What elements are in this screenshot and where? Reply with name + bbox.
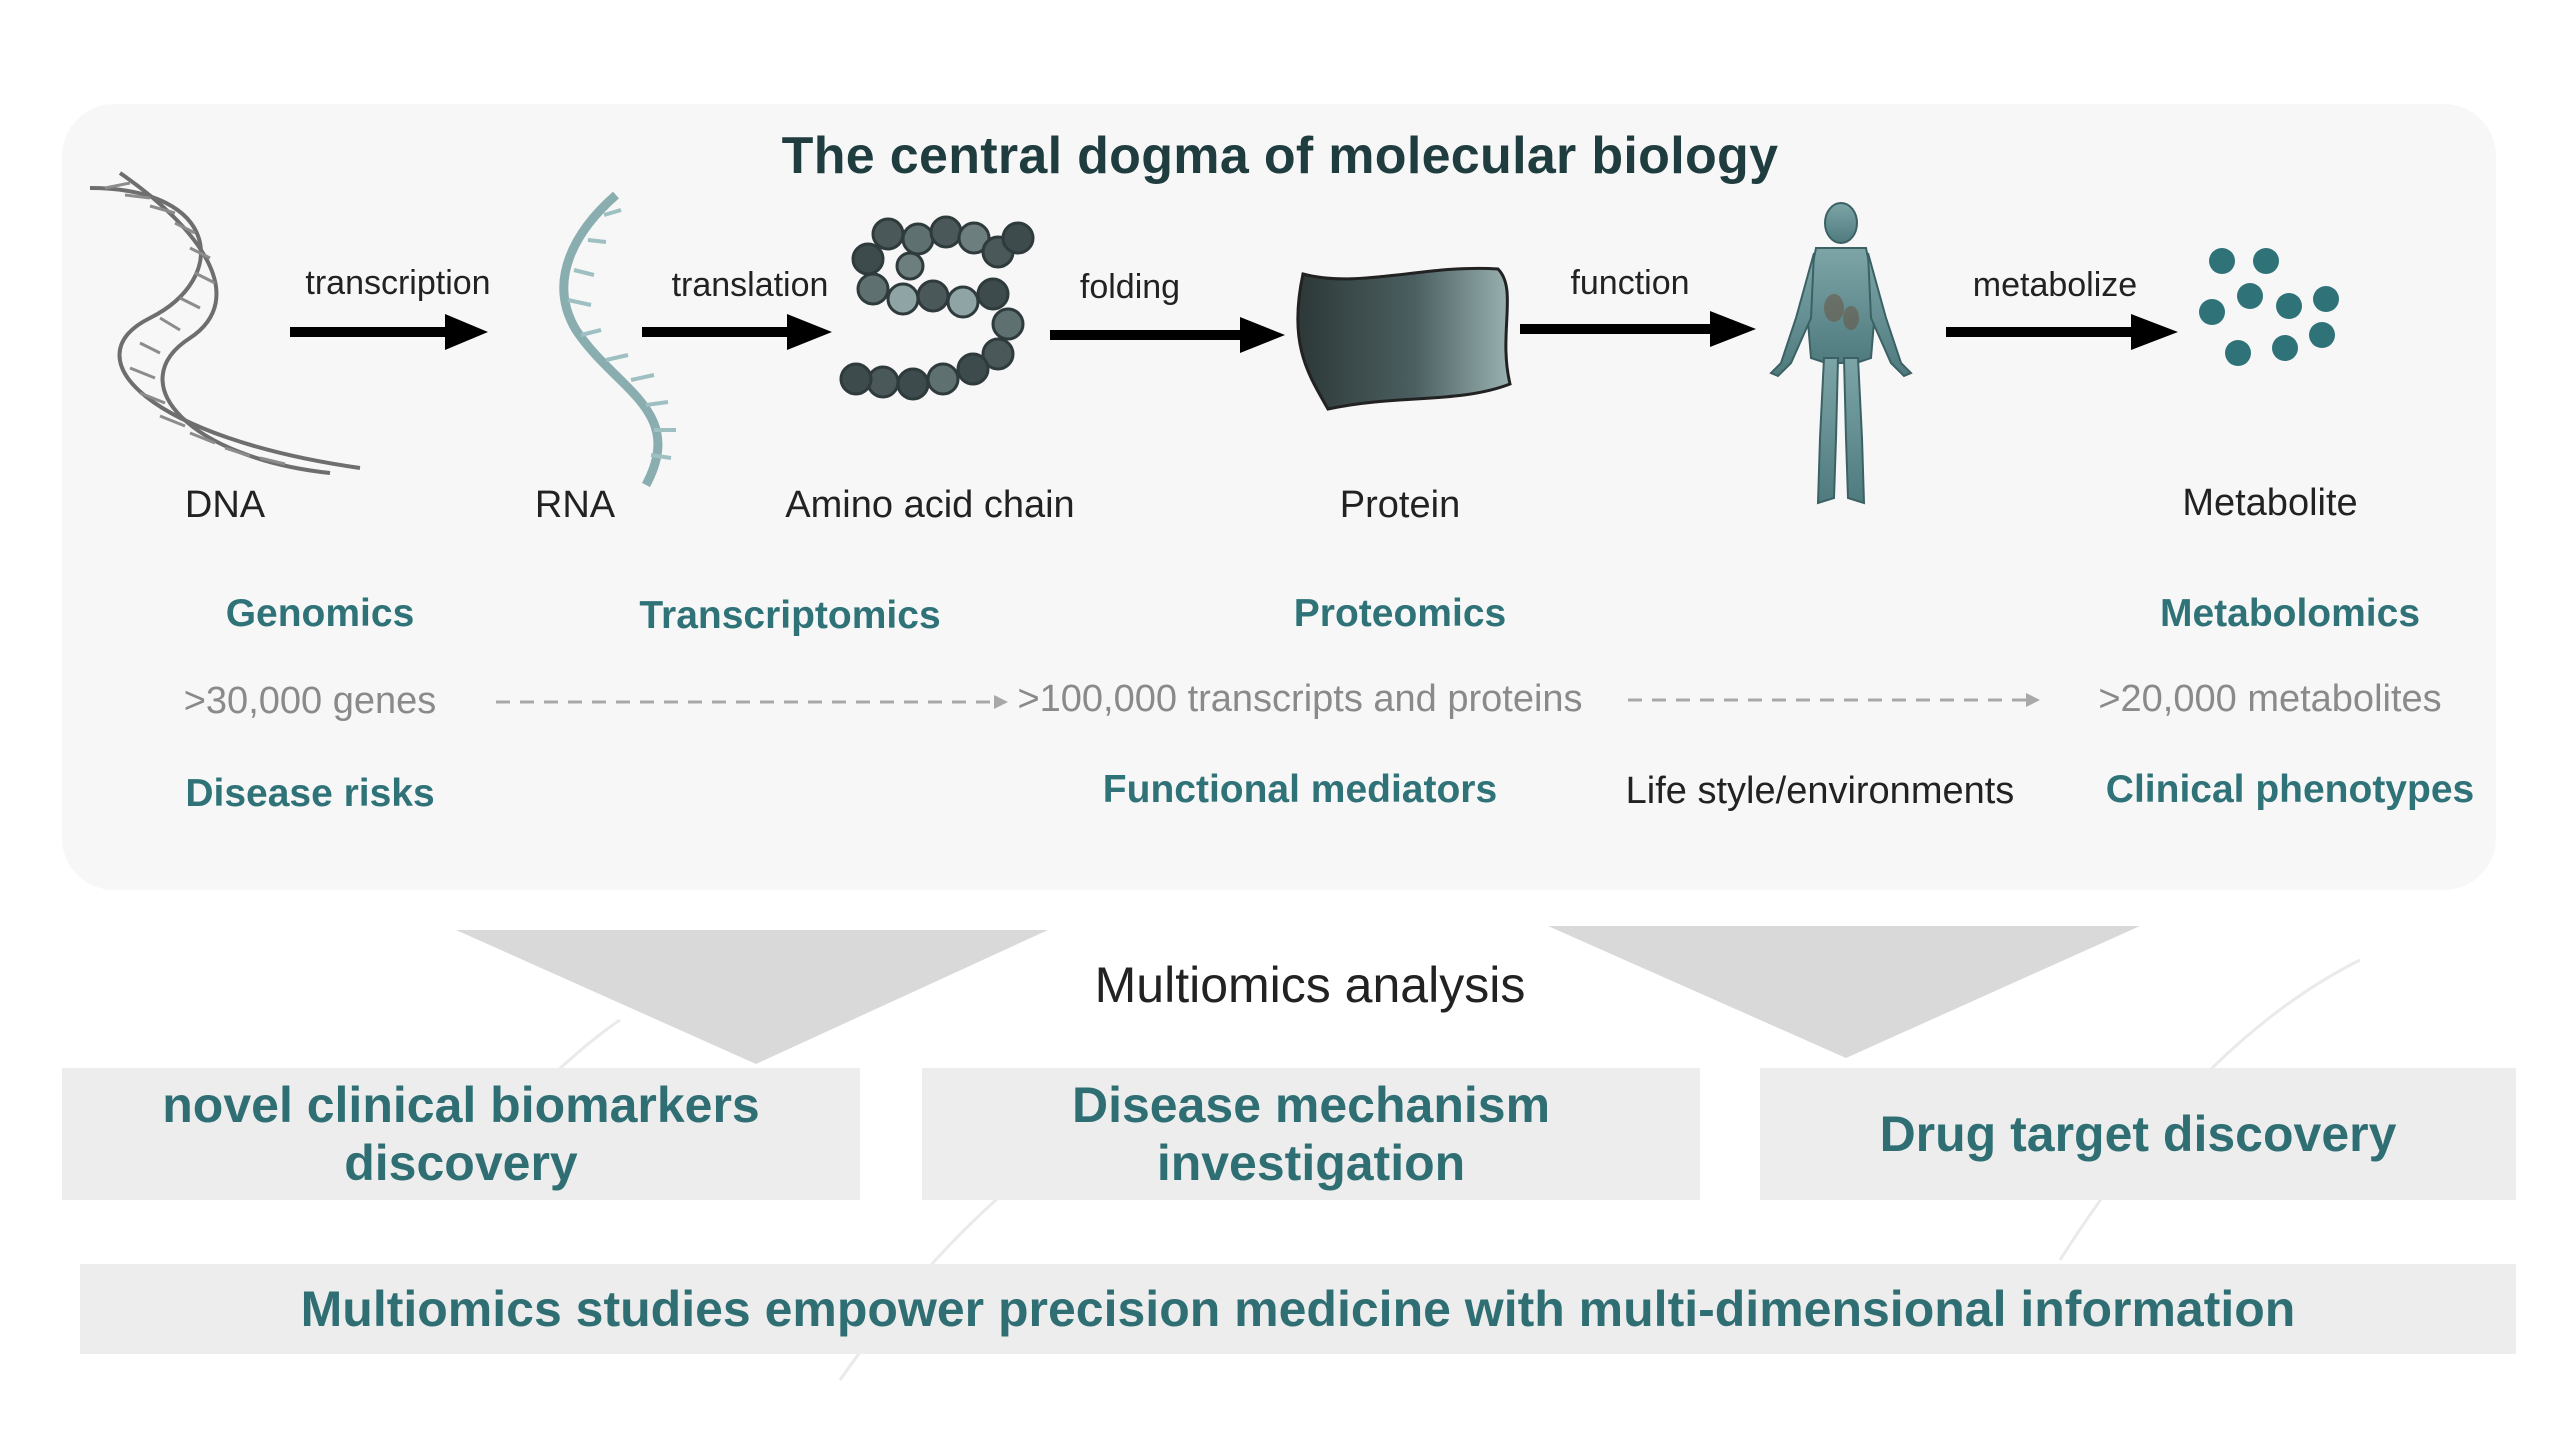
step-metabolize: metabolize [1972,266,2138,304]
outcome-mechanism-line2: investigation [1156,1135,1466,1191]
step-folding: folding [1079,268,1181,306]
stage-protein: Protein [1339,484,1461,526]
arrow-transcription [290,314,488,350]
arrow-translation [642,314,832,350]
arrow-metabolize [1946,314,2178,350]
outcome-biomarkers-box: novel clinical biomarkers discovery [62,1068,860,1200]
omics-proteomics: Proteomics [1293,592,1507,635]
category-clinical-phenotypes: Clinical phenotypes [2105,768,2475,811]
omics-transcriptomics: Transcriptomics [639,594,941,637]
footer-banner: Multiomics studies empower precision med… [80,1264,2516,1354]
stage-dna: DNA [184,484,266,526]
footer-text: Multiomics studies empower precision med… [300,1281,2296,1337]
arrow-function [1520,311,1756,347]
count-metabolites: >20,000 metabolites [2098,678,2442,720]
outcome-drug-target: Drug target discovery [1879,1106,2397,1162]
step-transcription: transcription [305,264,491,302]
stage-metabolite: Metabolite [2182,482,2358,524]
category-disease-risks: Disease risks [185,772,435,815]
funnel-right [1548,926,2140,1058]
outcome-mechanism-box: Disease mechanism investigation [922,1068,1700,1200]
metabolite-icon [2199,248,2339,366]
step-function: function [1570,264,1690,302]
amino-acid-chain-icon [839,215,1035,401]
count-genes: >30,000 genes [183,680,437,722]
step-translation: translation [671,266,829,304]
protein-icon [1296,266,1512,411]
omics-metabolomics: Metabolomics [2159,592,2421,635]
stage-rna: RNA [534,484,616,526]
stage-amino-acid-chain: Amino acid chain [785,484,1075,526]
multiomics-analysis-label: Multiomics analysis [1094,957,1526,1013]
outcome-biomarkers-line2: discovery [344,1135,578,1191]
human-body-icon [1769,202,1913,505]
outcome-mechanism-line1: Disease mechanism [1071,1077,1551,1133]
dna-icon [89,171,361,475]
rna-icon [559,191,676,488]
outcome-drug-target-box: Drug target discovery [1760,1068,2516,1200]
omics-genomics: Genomics [225,592,415,635]
central-dogma-panel [62,104,2496,890]
category-functional-mediators: Functional mediators [1102,768,1498,811]
dashed-arrow-right [1628,693,2040,707]
diagram-title: The central dogma of molecular biology [781,127,1779,185]
outcome-biomarkers-line1: novel clinical biomarkers [162,1077,760,1133]
category-lifestyle: Life style/environments [1625,770,2015,812]
count-transcripts: >100,000 transcripts and proteins [1017,678,1583,720]
dashed-arrow-left [496,695,1008,709]
arrow-folding [1050,317,1285,353]
funnel-left [456,930,1048,1064]
